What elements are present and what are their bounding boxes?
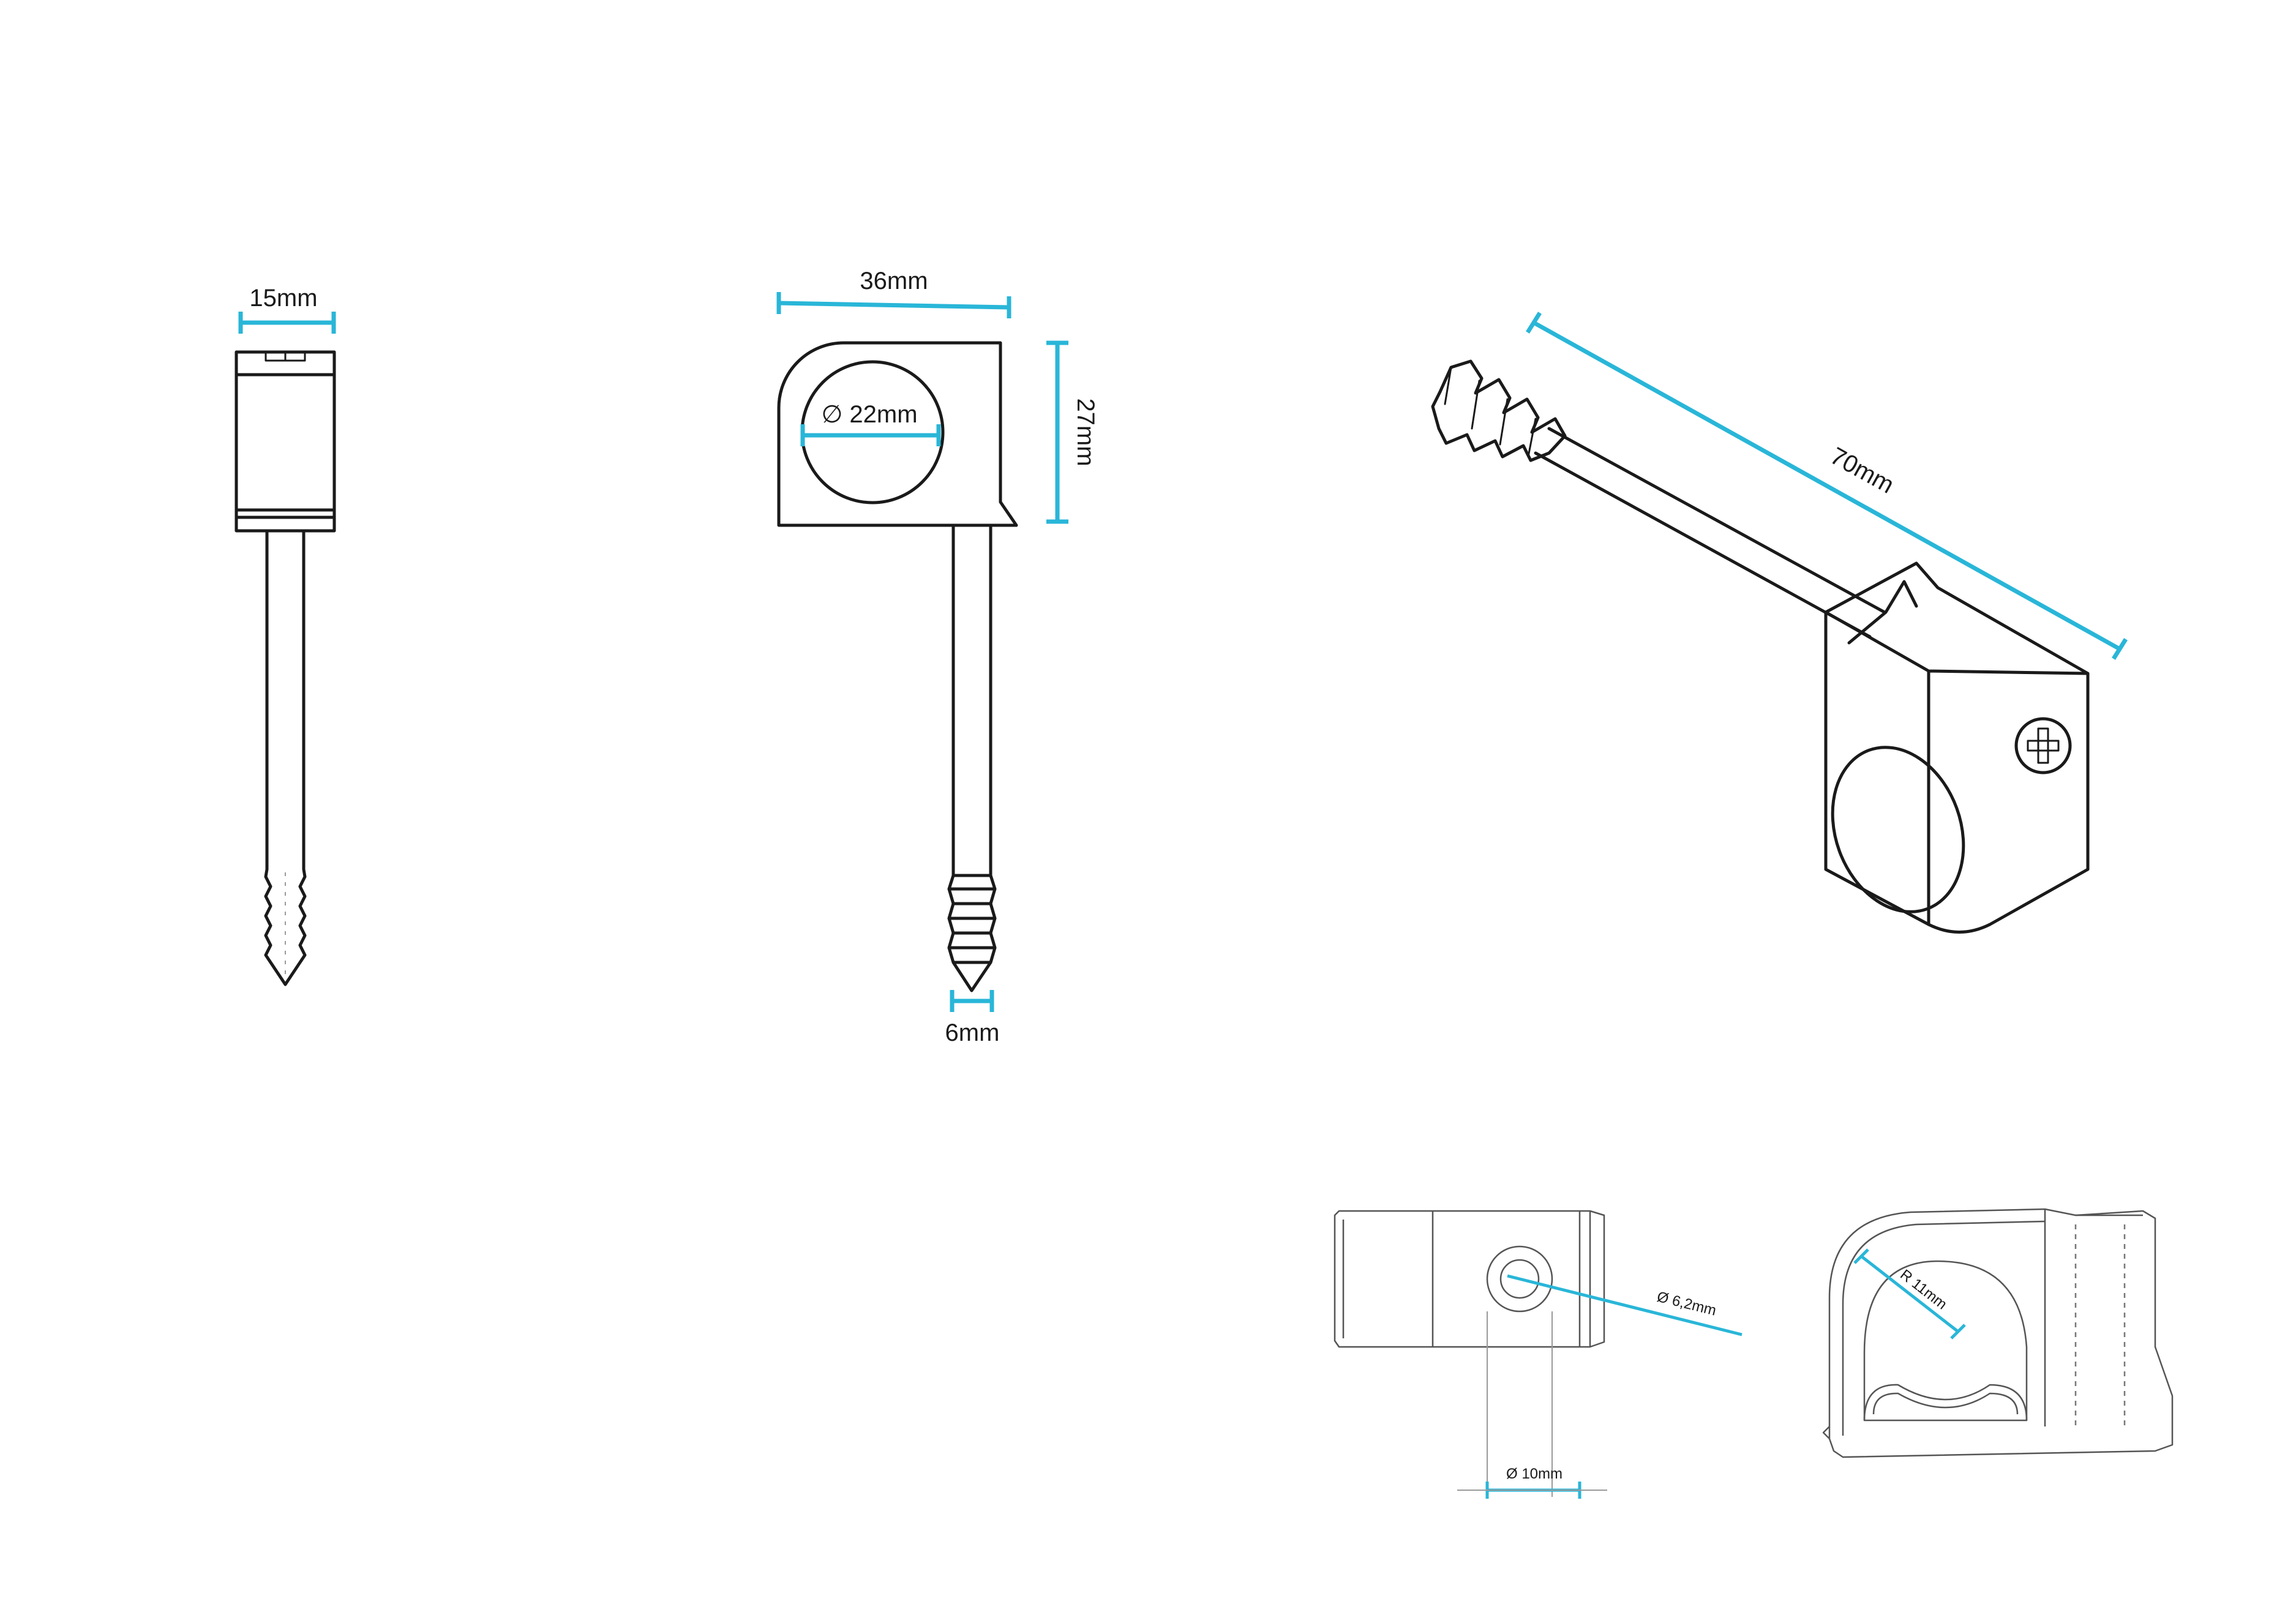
section-view-hidden-lines	[2074, 1224, 2126, 1426]
side-view: 15mm	[234, 285, 336, 986]
length-dimension-line	[1533, 320, 2121, 651]
section-view: R 11mm	[1822, 1208, 2174, 1458]
front-view-pipe-hole	[800, 360, 945, 504]
top-view-bore-inner	[1499, 1259, 1540, 1299]
pin-diameter-label: 6mm	[945, 1019, 1000, 1046]
top-view-edges	[1342, 1211, 1591, 1347]
iso-pin-rib-edges	[1444, 366, 1537, 458]
inner-radius-tick-start	[1853, 1248, 1869, 1264]
length-dimension-tick-end	[2112, 638, 2128, 660]
side-width-label: 15mm	[249, 285, 317, 312]
section-view-inner-rim	[1842, 1220, 2046, 1436]
front-view: 36mm 27mm ∅ 22mm 6mm	[776, 268, 1099, 1046]
inner-radius-tick-end	[1950, 1324, 1966, 1340]
section-view-edges	[2044, 1209, 2143, 1426]
side-view-body	[234, 350, 336, 533]
length-dimension-tick-start	[1526, 312, 1542, 334]
section-view-channel	[1863, 1260, 2028, 1422]
front-height-label: 27mm	[1072, 398, 1099, 466]
front-view-clamp-body	[777, 341, 1018, 527]
front-view-pin-shaft	[951, 523, 992, 877]
section-view-saddle-inner	[1872, 1392, 2019, 1415]
front-width-label: 36mm	[860, 268, 928, 294]
iso-clamp-top-notch	[1847, 580, 1918, 645]
top-view: Ø 6,2mm Ø 10mm	[1334, 1210, 1743, 1499]
pipe-diameter-label: ∅ 22mm	[821, 401, 917, 428]
front-view-pin-ribs	[947, 874, 997, 992]
top-view-bore-outer	[1486, 1245, 1553, 1313]
isometric-view: 70mm	[1431, 312, 2128, 934]
inner-radius-dimension-line	[1860, 1255, 1959, 1333]
iso-clamp-outline	[1824, 561, 2090, 934]
iso-pin-shaft	[1534, 427, 1886, 639]
front-width-dimension-line	[778, 301, 1010, 310]
hole-diameter-leader-line	[1507, 1274, 1743, 1336]
iso-screw-head	[2014, 717, 2072, 774]
iso-pipe-hole	[1831, 746, 1965, 913]
side-view-pin	[264, 529, 307, 986]
iso-pin-ribs	[1431, 359, 1567, 462]
section-view-outline	[1828, 1208, 2174, 1458]
section-view-saddle	[1863, 1384, 2028, 1421]
bore-diameter-label: Ø 10mm	[1506, 1466, 1563, 1482]
top-view-body	[1334, 1210, 1605, 1348]
cross-screw-icon	[2027, 727, 2060, 764]
section-view-lip	[1822, 1426, 1830, 1439]
